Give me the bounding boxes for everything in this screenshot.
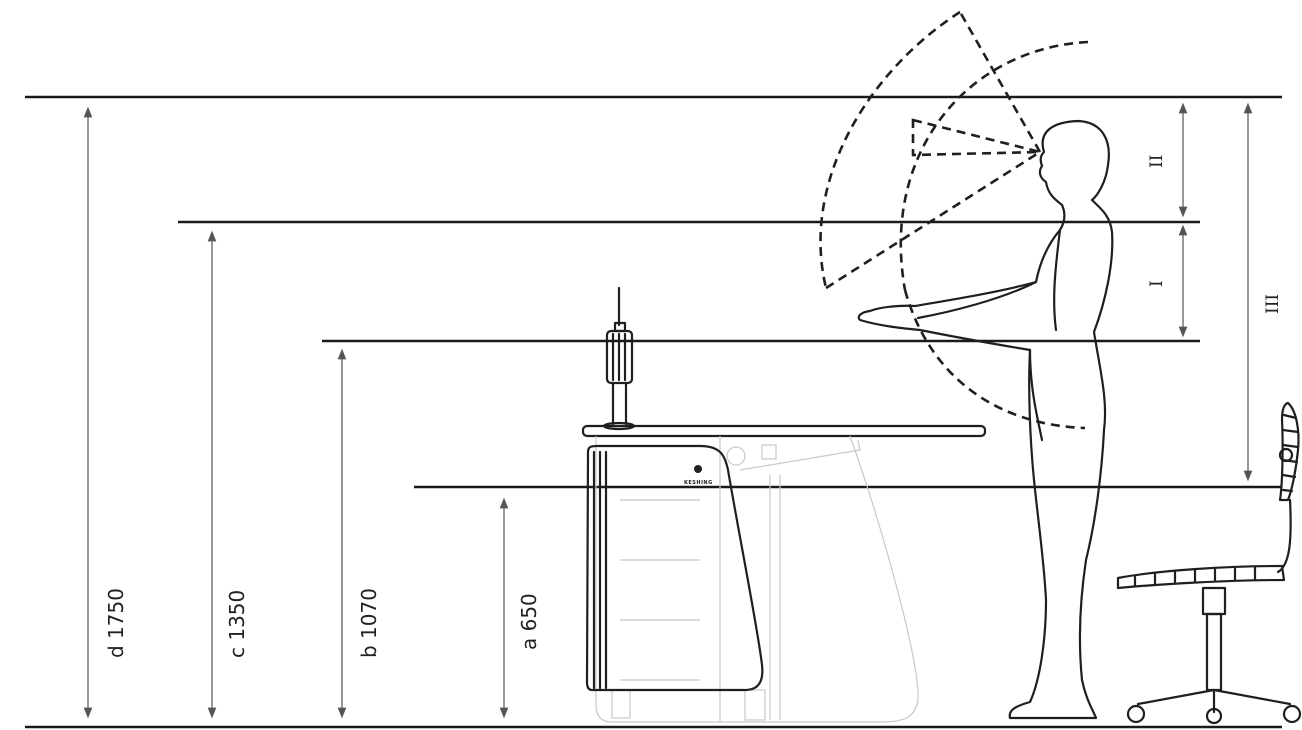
desk-illustration: KESHING <box>581 424 987 723</box>
label-a: a 650 <box>517 593 541 650</box>
chair-wheel <box>1282 704 1302 724</box>
chair-wheel <box>1126 704 1146 724</box>
brand-text: KESHING <box>684 480 713 486</box>
label-b: b 1070 <box>357 588 381 658</box>
microscope-illustration <box>602 286 636 431</box>
brand-logo-icon <box>694 465 702 473</box>
zone-label-I: I <box>1147 280 1167 287</box>
label-c: c 1350 <box>225 590 249 658</box>
zone-label-II: II <box>1147 155 1167 168</box>
vision-field-arcs <box>819 10 1089 430</box>
chair-illustration <box>1116 401 1302 725</box>
label-d: d 1750 <box>104 588 128 658</box>
chair-wheel <box>1205 707 1223 725</box>
person-silhouette <box>857 119 1114 720</box>
zone-label-III: III <box>1263 294 1283 314</box>
